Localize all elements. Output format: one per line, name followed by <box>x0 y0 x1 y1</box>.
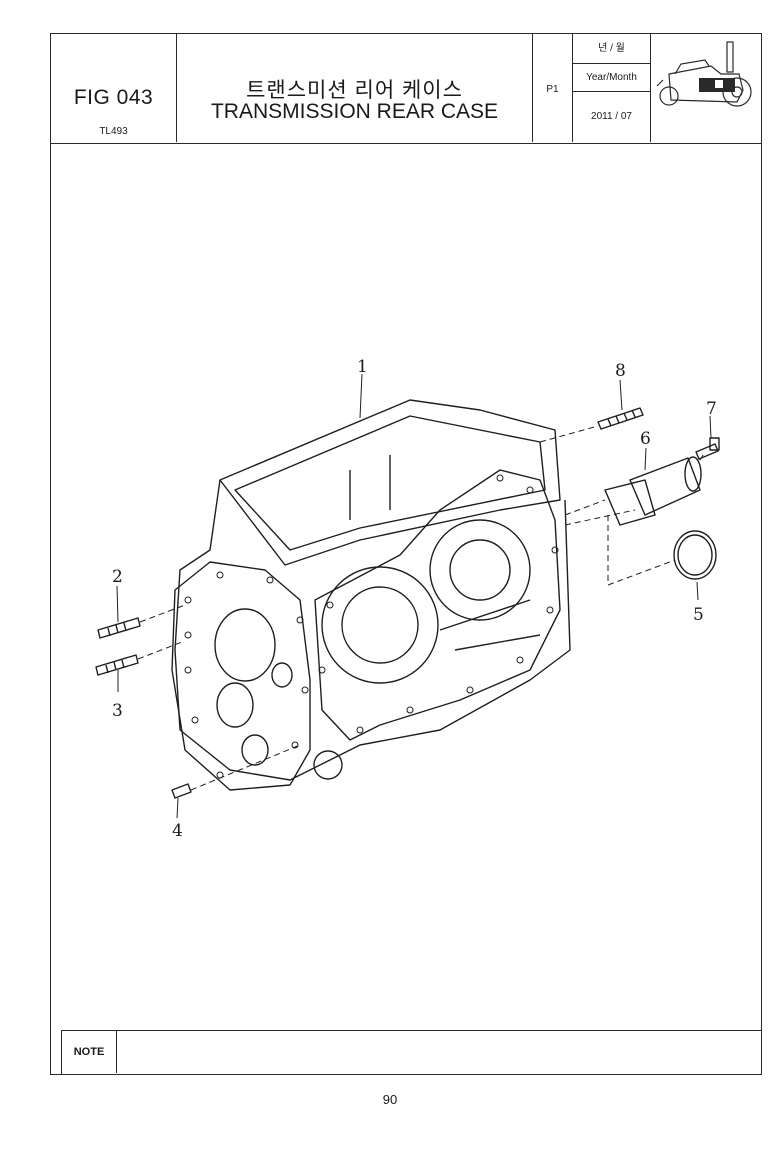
part-8-stud <box>597 407 644 430</box>
title-english: TRANSMISSION REAR CASE <box>210 100 499 123</box>
page-cell: P1 <box>533 34 573 142</box>
date-label-korean: 년 / 월 <box>573 34 650 64</box>
header-block: FIG 043 TL493 트랜스미션 리어 케이스 TRANSMISSION … <box>51 34 761 144</box>
part-6-sleeve <box>604 456 702 526</box>
callout-6: 6 <box>640 429 651 449</box>
part-2-stud <box>97 617 141 639</box>
part-4-pin <box>171 783 192 799</box>
exploded-diagram: 1 8 7 6 5 2 3 4 <box>95 357 720 841</box>
part-3-stud <box>95 654 139 676</box>
model-code: TL493 <box>99 126 128 137</box>
callout-2: 2 <box>112 567 123 587</box>
date-label-english: Year/Month <box>573 64 650 92</box>
callout-3: 3 <box>112 701 123 721</box>
callout-5: 5 <box>693 605 704 625</box>
note-label: NOTE <box>62 1031 117 1073</box>
page-number: 90 <box>382 1092 398 1107</box>
date-value: 2011 / 07 <box>591 111 632 122</box>
figure-number: FIG 043 <box>73 86 154 109</box>
bore-right <box>429 519 531 621</box>
page-code: P1 <box>546 84 559 95</box>
case-body-outline <box>174 479 571 781</box>
case-inner-rim <box>234 415 546 551</box>
tractor-icon-cell <box>651 34 761 142</box>
callout-1: 1 <box>357 357 368 377</box>
rear-flange-plate <box>171 561 311 791</box>
callout-4: 4 <box>172 821 183 841</box>
tractor-icon <box>656 41 752 107</box>
figure-number-cell: FIG 043 TL493 <box>51 34 177 142</box>
title-korean: 트랜스미션 리어 케이스 <box>246 79 463 102</box>
mating-face-gasket <box>314 469 561 741</box>
plate-hole-upper <box>214 608 276 682</box>
part-7-bolt <box>695 437 720 460</box>
date-cell: 년 / 월 Year/Month 2011 / 07 <box>573 34 651 142</box>
parts-sheet: FIG 043 TL493 트랜스미션 리어 케이스 TRANSMISSION … <box>50 33 762 1075</box>
plate-hole-lower <box>216 682 254 728</box>
case-top-outline <box>219 399 561 566</box>
title-cell: 트랜스미션 리어 케이스 TRANSMISSION REAR CASE <box>177 34 533 142</box>
note-row: NOTE <box>61 1030 761 1074</box>
part-5-seal <box>673 530 717 580</box>
callout-7: 7 <box>706 399 717 419</box>
bore-left <box>321 566 439 684</box>
callout-8: 8 <box>615 361 626 381</box>
